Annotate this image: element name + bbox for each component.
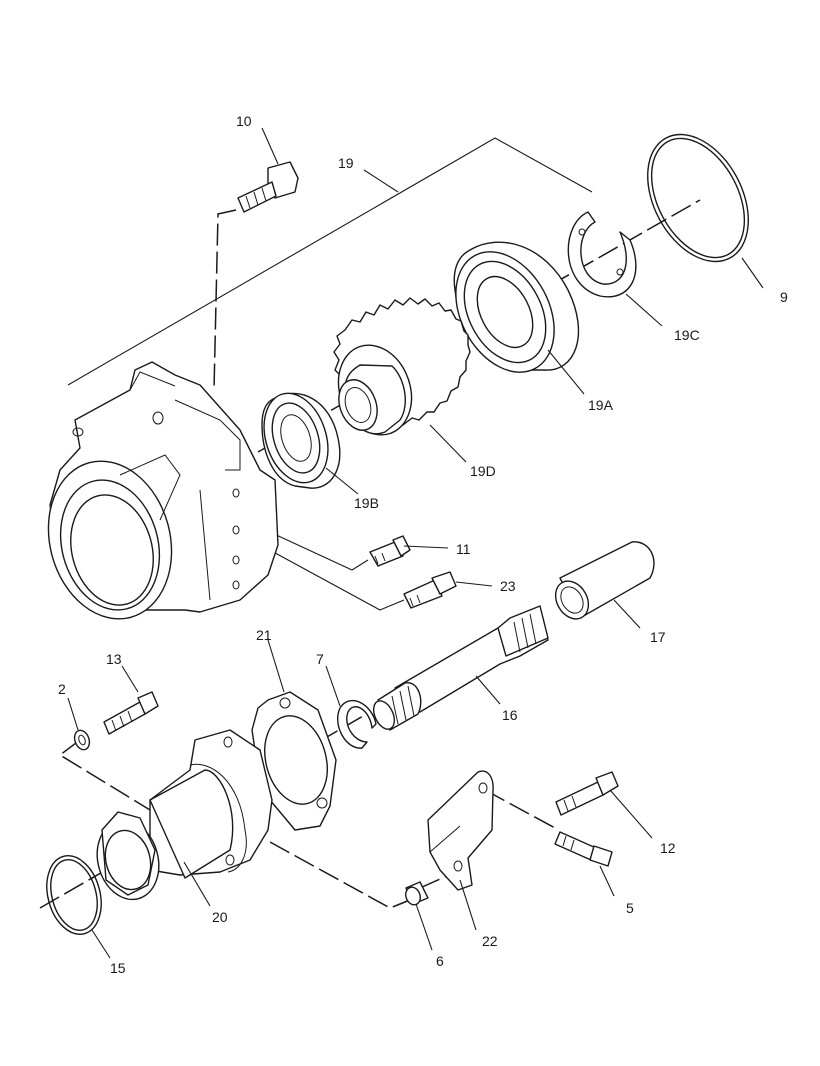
- callout-20: 20: [212, 909, 228, 925]
- callout-19d: 19D: [470, 463, 496, 479]
- callout-21: 21: [256, 627, 272, 643]
- bearing-19a: [453, 241, 580, 373]
- callout-19b: 19B: [354, 495, 379, 511]
- callout-2: 2: [58, 681, 66, 697]
- bolt-13: [103, 691, 159, 735]
- callout-19a: 19A: [588, 397, 614, 413]
- spacer-6-axis-line: [269, 841, 411, 909]
- plug-11-line: [271, 532, 369, 571]
- callout-10: 10: [236, 113, 252, 129]
- plug-23-line: [265, 547, 405, 611]
- callout-9: 9: [780, 289, 788, 305]
- plug-23: [403, 571, 457, 609]
- snap-ring-19c: [567, 211, 637, 298]
- callout-23: 23: [500, 578, 516, 594]
- callout-11: 11: [456, 541, 471, 557]
- snap-ring-7: [337, 699, 377, 749]
- callout-6: 6: [436, 953, 444, 969]
- bolt-10: [237, 161, 299, 213]
- callout-17: 17: [650, 629, 666, 645]
- seal-ring-15: [46, 855, 102, 935]
- bolt-10-axis-line: [213, 209, 237, 391]
- callout-13: 13: [106, 651, 122, 667]
- plug-11: [369, 535, 411, 567]
- bracket-22: [427, 770, 494, 891]
- gasket-21: [251, 691, 337, 831]
- callout-leaders: [67, 127, 764, 959]
- spacer-6: [405, 881, 429, 906]
- callout-16: 16: [502, 707, 518, 723]
- cover-20: [96, 729, 273, 901]
- group-19-bracket-line: [67, 137, 593, 386]
- callout-22: 22: [482, 933, 498, 949]
- bolt-12: [555, 771, 619, 816]
- callout-7: 7: [316, 651, 324, 667]
- washer-2: [73, 729, 91, 751]
- callout-5: 5: [626, 900, 634, 916]
- gear-19d: [333, 297, 471, 436]
- callout-19c: 19C: [674, 327, 700, 343]
- bearing-19b: [261, 392, 341, 489]
- callout-labels: 10 19 9 19C 19A 19D 19B 11 23 17 21 7 16…: [58, 113, 788, 976]
- sleeve-17: [554, 541, 655, 620]
- bolt-12-axis-line: [484, 789, 556, 829]
- main-housing: [47, 361, 279, 620]
- o-ring-9: [647, 133, 749, 263]
- bolt-5: [554, 831, 613, 867]
- shaft-16: [372, 605, 549, 731]
- callout-19: 19: [338, 155, 354, 171]
- washer-2-axis-line: [58, 739, 151, 811]
- callout-12: 12: [660, 840, 676, 856]
- callout-15: 15: [110, 960, 126, 976]
